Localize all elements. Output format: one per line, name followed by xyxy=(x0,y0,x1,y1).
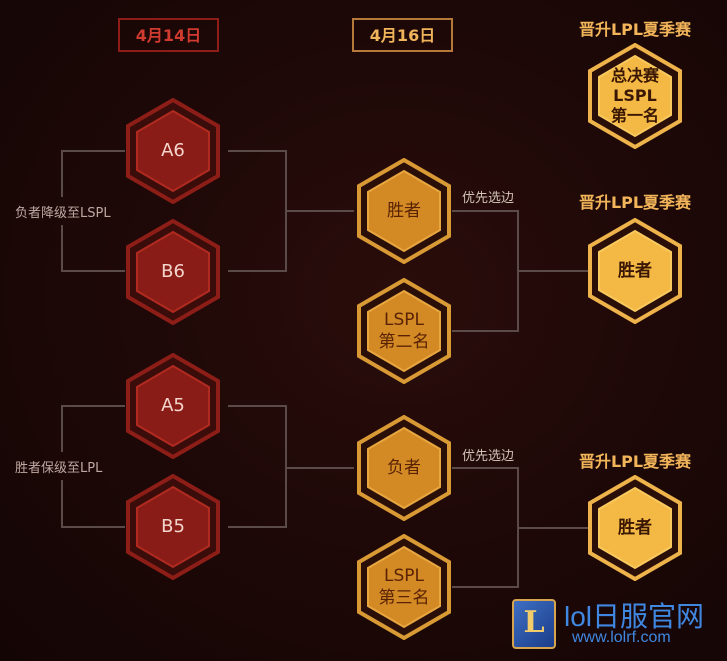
promoted-node-winner-lower: 胜者 xyxy=(587,475,683,581)
hexagon-frame-icon xyxy=(357,278,451,384)
node-label-line2: LSPL xyxy=(613,86,657,105)
promotion-title-top: 晋升LPL夏季赛 xyxy=(578,20,692,39)
node-label-line2: 第二名 xyxy=(378,332,430,352)
match-node-b5: B5 xyxy=(125,474,221,580)
match-node-lspl-third: LSPL 第三名 xyxy=(356,534,452,640)
winner-stays-label: 胜者保级至LPL xyxy=(15,461,103,476)
match-node-a6: A6 xyxy=(125,98,221,204)
priority-pick-label-lower: 优先选边 xyxy=(462,449,515,464)
hexagon-frame-icon xyxy=(357,534,451,640)
hexagon-frame-icon xyxy=(588,218,682,324)
watermark-site-url: www.lolrf.com xyxy=(572,629,671,646)
hexagon-frame-icon xyxy=(126,474,220,580)
hexagon-frame-icon xyxy=(126,219,220,325)
hexagon-frame-icon xyxy=(357,415,451,521)
hexagon-frame-icon xyxy=(126,353,220,459)
hexagon-frame-icon xyxy=(588,475,682,581)
loser-relegated-label: 负者降级至LSPL xyxy=(15,206,111,221)
node-label-line1: 总决赛 xyxy=(610,66,659,85)
node-label: 负者 xyxy=(387,458,421,478)
hexagon-frame-icon xyxy=(588,43,682,149)
hexagon-frame-icon xyxy=(126,98,220,204)
promoted-node-lspl-champion: 总决赛 LSPL 第一名 xyxy=(587,43,683,149)
lol-logo-icon: L xyxy=(512,599,556,649)
match-node-winner: 胜者 xyxy=(356,158,452,264)
match-node-a5: A5 xyxy=(125,353,221,459)
match-node-loser: 负者 xyxy=(356,415,452,521)
match-node-b6: B6 xyxy=(125,219,221,325)
node-label: A6 xyxy=(161,140,185,161)
round2-date-box: 4月16日 xyxy=(352,18,453,52)
node-label: B6 xyxy=(161,261,185,282)
site-watermark: L lol日服官网 www.lolrf.com xyxy=(512,597,722,655)
node-label-line1: LSPL xyxy=(384,566,424,586)
node-label-line3: 第一名 xyxy=(610,106,659,125)
round1-date-box: 4月14日 xyxy=(118,18,219,52)
match-node-lspl-second: LSPL 第二名 xyxy=(356,278,452,384)
promotion-title-bottom: 晋升LPL夏季赛 xyxy=(578,452,692,471)
node-label: A5 xyxy=(161,395,185,416)
node-label: 胜者 xyxy=(618,261,652,281)
promoted-node-winner-upper: 胜者 xyxy=(587,218,683,324)
node-label: 胜者 xyxy=(387,201,421,221)
node-label: B5 xyxy=(161,516,185,537)
node-label: 胜者 xyxy=(618,518,652,538)
promotion-title-mid: 晋升LPL夏季赛 xyxy=(578,193,692,212)
priority-pick-label-upper: 优先选边 xyxy=(462,191,515,206)
node-label-line1: LSPL xyxy=(384,310,424,330)
watermark-site-name: lol日服官网 xyxy=(564,601,705,632)
node-label-line2: 第三名 xyxy=(378,588,430,608)
hexagon-frame-icon xyxy=(357,158,451,264)
